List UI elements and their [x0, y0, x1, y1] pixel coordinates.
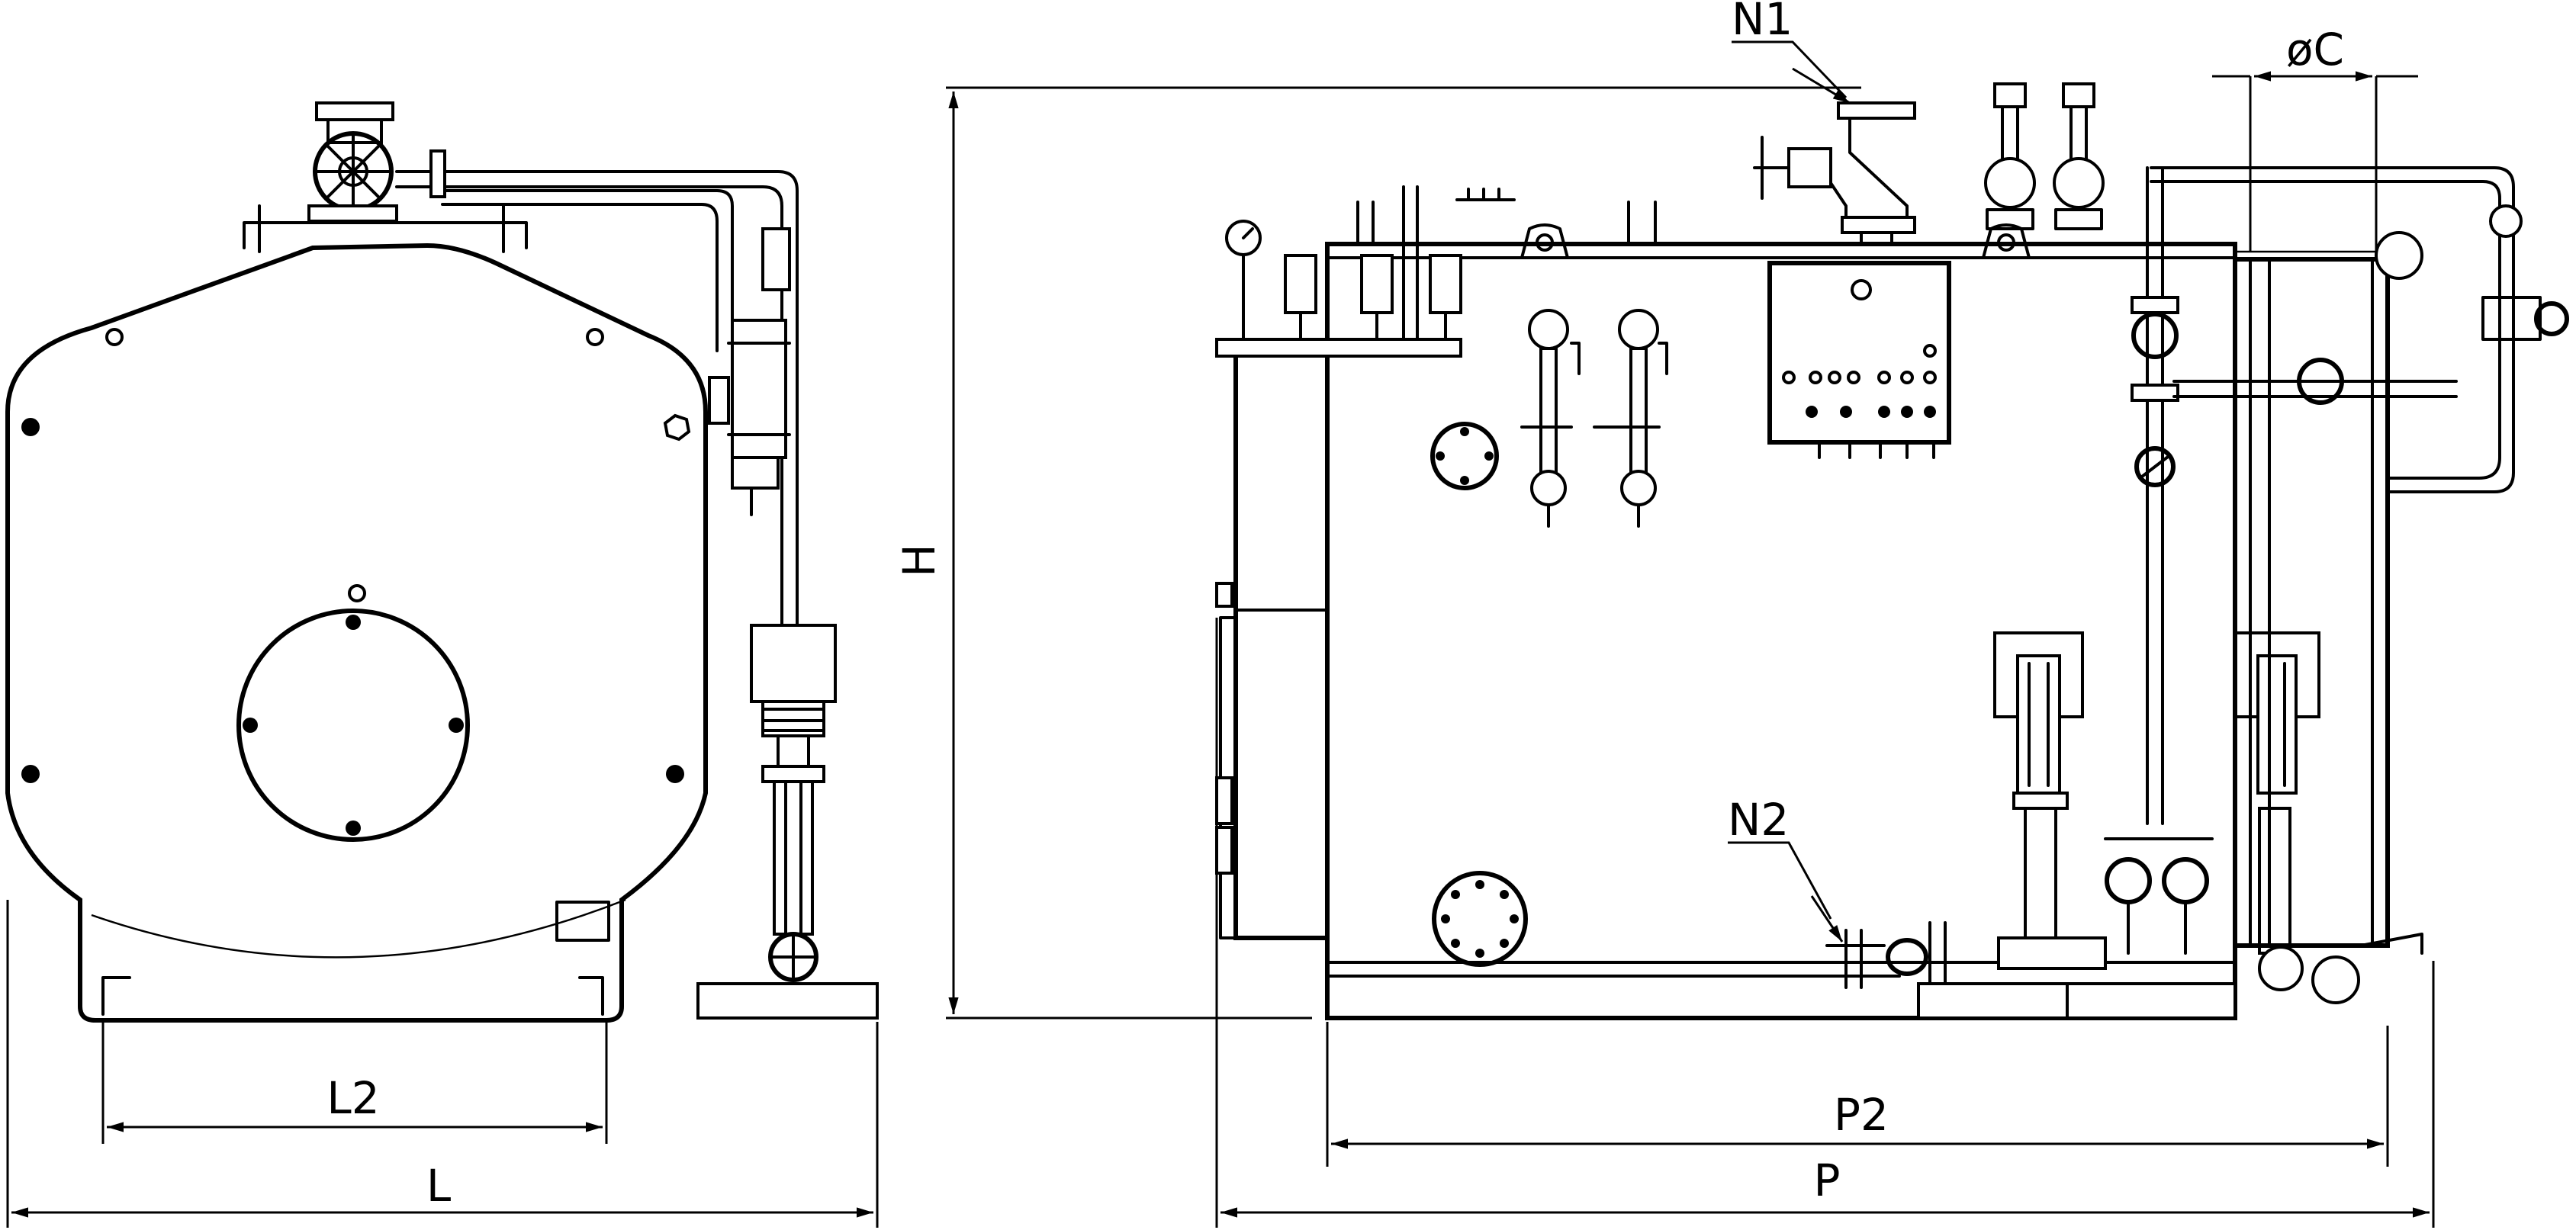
lifting-lug — [105, 328, 124, 346]
door-bolt — [449, 718, 464, 733]
dim-L-label: L — [426, 1160, 451, 1212]
label-N1: N1 — [1732, 0, 1793, 45]
main-steam-valve-flange — [315, 101, 394, 121]
feed-pump-motor — [750, 624, 837, 703]
level-controller — [731, 319, 787, 459]
check-valve-icon — [2105, 857, 2152, 904]
level-column — [2146, 166, 2164, 825]
door-bolt — [243, 718, 258, 733]
valve-wheel-icon — [2134, 446, 2176, 487]
check-valve-icon — [2162, 857, 2209, 904]
manhole — [1432, 871, 1528, 967]
boiler-front-shell — [5, 242, 708, 1023]
leader-N1 — [1792, 67, 1851, 104]
pressure-gauge-icon — [2489, 204, 2523, 238]
top-bracket — [1215, 338, 1462, 358]
dim-C-label: øC — [2286, 24, 2344, 75]
valve-wheel-icon — [2131, 312, 2179, 359]
feed-pipe — [395, 170, 799, 627]
front-smokebox — [1233, 348, 1330, 940]
support-foot-right — [578, 976, 604, 1016]
front-view — [5, 101, 879, 1023]
pressure-switch — [1429, 254, 1462, 314]
main-switch-icon — [1851, 279, 1872, 300]
door-bolt — [346, 615, 361, 630]
valve-wheel-icon — [2534, 301, 2569, 336]
shell-bolt — [666, 765, 684, 783]
dim-H-label: H — [893, 544, 945, 577]
rear-gauge-icon — [2375, 231, 2423, 280]
support-foot-left — [101, 976, 131, 1016]
dim-P-label: P — [1814, 1155, 1841, 1206]
inspection-handhole — [1430, 422, 1499, 490]
pressure-switch — [1284, 254, 1317, 314]
lifting-eye — [1520, 223, 1569, 259]
pressure-switch — [1360, 254, 1394, 314]
shell-bolt — [21, 765, 40, 783]
nameplate — [555, 901, 610, 942]
steam-header — [1326, 242, 2237, 259]
gauge-glass — [1520, 309, 1581, 528]
side-view — [1215, 82, 2569, 1020]
dimensions: H L2 L P2 P øC N1 N2 — [6, 0, 2435, 1228]
feed-pump-body — [773, 780, 814, 936]
furnace-door — [236, 609, 470, 842]
feed-pump-body — [2024, 807, 2057, 955]
dim-L2-label: L2 — [326, 1072, 379, 1124]
boiler-side-shell — [1325, 242, 2237, 1020]
panel-indicators — [1782, 344, 1937, 418]
pump-base-plate — [696, 982, 879, 1020]
shell-bolt — [21, 418, 40, 436]
lifting-lug — [586, 328, 604, 346]
gauge-glass — [1593, 309, 1668, 528]
label-N2: N2 — [1728, 794, 1789, 846]
feed-pump-body — [2258, 807, 2291, 955]
dim-P2-label: P2 — [1834, 1089, 1889, 1141]
recirc-pipe — [2150, 166, 2515, 493]
control-panel — [1767, 261, 1951, 445]
door-bolt — [346, 821, 361, 836]
leader-N2 — [1810, 895, 1844, 943]
shell-bolt-hex — [663, 413, 691, 442]
door-handle — [348, 584, 366, 602]
main-steam-valve — [1837, 101, 1916, 120]
feed-inlet-n2 — [1825, 929, 1886, 989]
